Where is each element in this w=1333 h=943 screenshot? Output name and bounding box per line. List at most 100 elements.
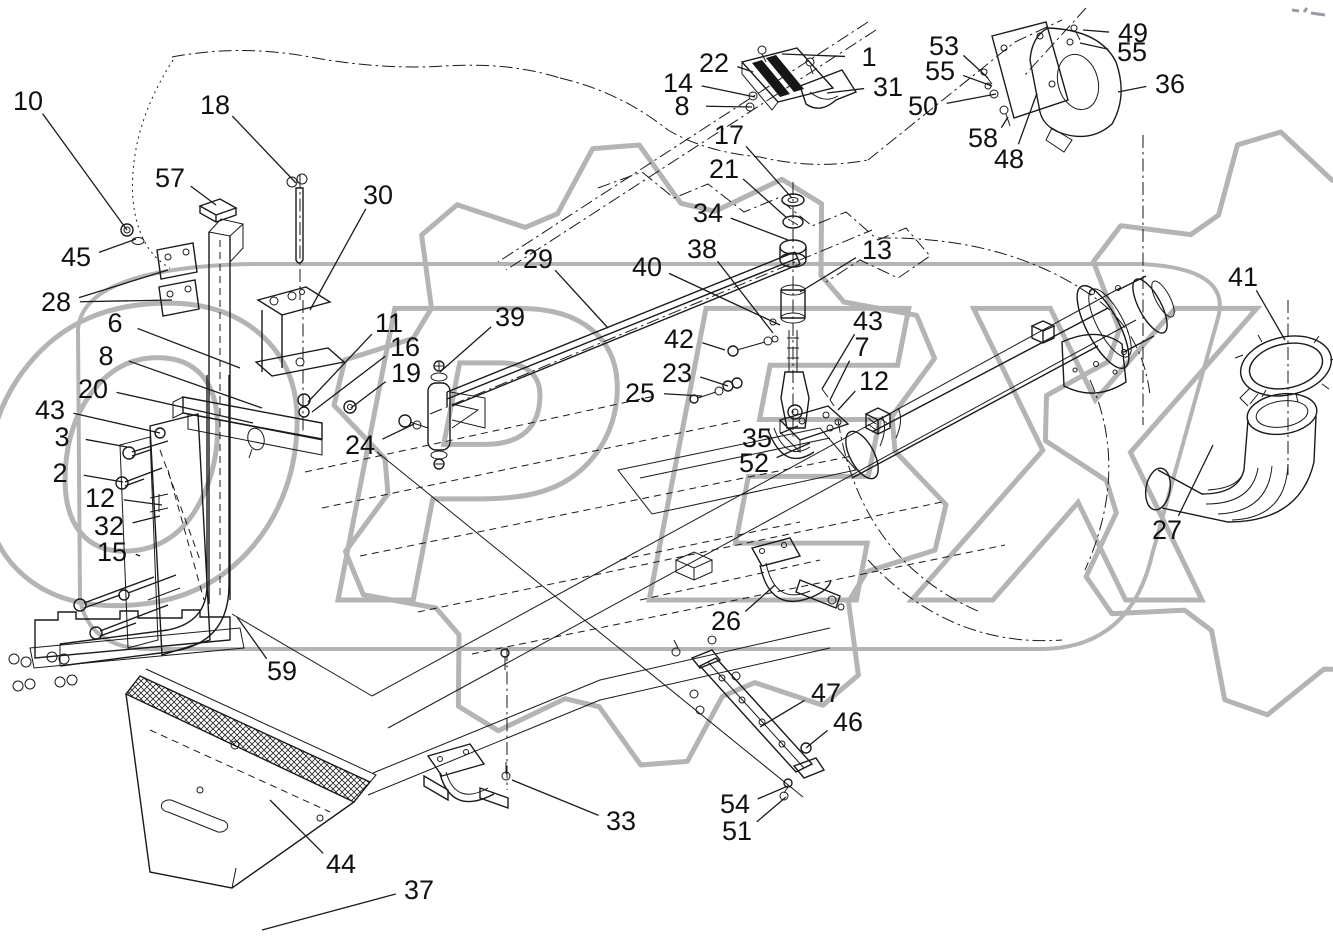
leader-line-52 xyxy=(776,442,811,459)
leader-line-18 xyxy=(231,115,297,184)
part-number-54-57: 54 xyxy=(720,789,750,819)
nut-10 xyxy=(120,223,134,237)
part-number-12-33: 12 xyxy=(85,483,115,513)
part-number-43-44: 43 xyxy=(853,306,883,336)
leader-line-17 xyxy=(745,145,793,199)
leader-line-23 xyxy=(700,376,729,387)
fasteners-25-23 xyxy=(689,377,743,404)
leader-line-32 xyxy=(132,515,161,524)
leader-line-2 xyxy=(83,474,124,483)
leader-line-58 xyxy=(1000,116,1009,129)
leader-line-39 xyxy=(439,326,492,373)
part-number-29-24: 29 xyxy=(523,244,553,274)
part-number-14-2: 14 xyxy=(663,68,693,98)
part-number-40-25: 40 xyxy=(632,252,662,282)
part-number-59-51: 59 xyxy=(267,656,297,686)
leader-line-43 xyxy=(73,412,161,434)
part-number-27-49: 27 xyxy=(1152,515,1182,545)
leader-line-8 xyxy=(128,360,263,409)
frame-sill xyxy=(29,609,245,669)
air-intake-36 xyxy=(980,21,1122,153)
part-number-6-27: 6 xyxy=(107,308,122,338)
link-stack-13 xyxy=(727,182,810,438)
nut-46 xyxy=(800,742,812,754)
block-12b xyxy=(1030,320,1056,344)
leader-line-47 xyxy=(759,699,805,728)
leader-line-55 xyxy=(1079,42,1109,50)
leader-line-20 xyxy=(116,391,254,424)
leader-line-43 xyxy=(821,333,856,390)
leader-line-13 xyxy=(799,257,857,293)
leader-line-54 xyxy=(757,785,789,800)
part-number-41-26: 41 xyxy=(1228,262,1258,292)
leader-line-34 xyxy=(730,217,789,241)
bolts-15 xyxy=(73,574,181,640)
part-number-55-6: 55 xyxy=(925,56,955,86)
leader-line-46 xyxy=(805,729,829,749)
part-number-50-7: 50 xyxy=(908,91,938,121)
right-assembly xyxy=(845,275,1333,523)
leader-line-31 xyxy=(826,87,865,94)
part-number-22-1: 22 xyxy=(699,48,729,78)
leader-line-19 xyxy=(350,381,387,409)
leader-line-16 xyxy=(311,355,386,413)
part-number-17-19: 17 xyxy=(714,120,744,150)
clamp-33 xyxy=(423,648,511,809)
part-number-21-20: 21 xyxy=(709,154,739,184)
washer-19 xyxy=(343,400,357,414)
part-number-48-9: 48 xyxy=(994,144,1024,174)
plate-28a xyxy=(156,242,198,280)
corner-mark xyxy=(1291,7,1326,17)
chassis-deck xyxy=(231,287,1137,798)
leader-line-26 xyxy=(744,584,776,613)
leader-line-55 xyxy=(962,74,993,87)
boom-rest-35-52 xyxy=(767,388,850,460)
leader-line-28 xyxy=(79,299,173,303)
leader-line-10 xyxy=(42,113,128,231)
washer-16 xyxy=(298,406,310,418)
leader-line-50 xyxy=(946,93,997,105)
part-number-23-42: 23 xyxy=(662,358,692,388)
leader-line-36 xyxy=(1117,85,1147,93)
leader-line-12 xyxy=(123,499,163,506)
leader-line-8 xyxy=(705,105,753,108)
part-number-1-0: 1 xyxy=(861,42,876,72)
part-number-31-4: 31 xyxy=(873,72,903,102)
leader-line-49 xyxy=(1082,29,1110,33)
part-number-44-52: 44 xyxy=(326,849,356,879)
leader-line-57 xyxy=(190,185,217,206)
leader-line-37 xyxy=(261,893,396,931)
leader-line-53 xyxy=(962,54,989,79)
part-number-36-12: 36 xyxy=(1155,69,1185,99)
part-number-7-45: 7 xyxy=(854,332,869,362)
loose-nuts xyxy=(8,651,78,692)
callout-leaders xyxy=(42,29,1286,931)
part-number-10-13: 10 xyxy=(13,86,43,116)
bracket-30 xyxy=(254,286,346,432)
leader-line-27 xyxy=(1177,444,1214,517)
part-number-53-5: 53 xyxy=(929,31,959,61)
part-number-58-8: 58 xyxy=(968,123,998,153)
leader-line-42 xyxy=(702,342,726,351)
leader-line-44 xyxy=(269,799,324,854)
leader-line-41 xyxy=(1255,289,1286,341)
part-number-52-48: 52 xyxy=(739,448,769,478)
shield-plate xyxy=(1061,333,1127,394)
part-number-28-17: 28 xyxy=(41,287,71,317)
leader-line-51 xyxy=(756,796,787,823)
part-number-12-46: 12 xyxy=(859,366,889,396)
part-number-42-41: 42 xyxy=(664,324,694,354)
air-tube xyxy=(845,275,1175,480)
part-number-30-18: 30 xyxy=(363,180,393,210)
leader-line-24 xyxy=(382,423,415,440)
leader-line-15 xyxy=(135,553,141,557)
leader-line-22 xyxy=(737,65,754,73)
part-number-26-50: 26 xyxy=(711,606,741,636)
part-number-35-47: 35 xyxy=(742,423,772,453)
part-number-38-22: 38 xyxy=(687,234,717,264)
part-number-43-30: 43 xyxy=(35,395,65,425)
part-number-49-10: 49 xyxy=(1118,18,1148,48)
boom-29 xyxy=(429,229,873,415)
step-hopper-44 xyxy=(124,668,377,889)
